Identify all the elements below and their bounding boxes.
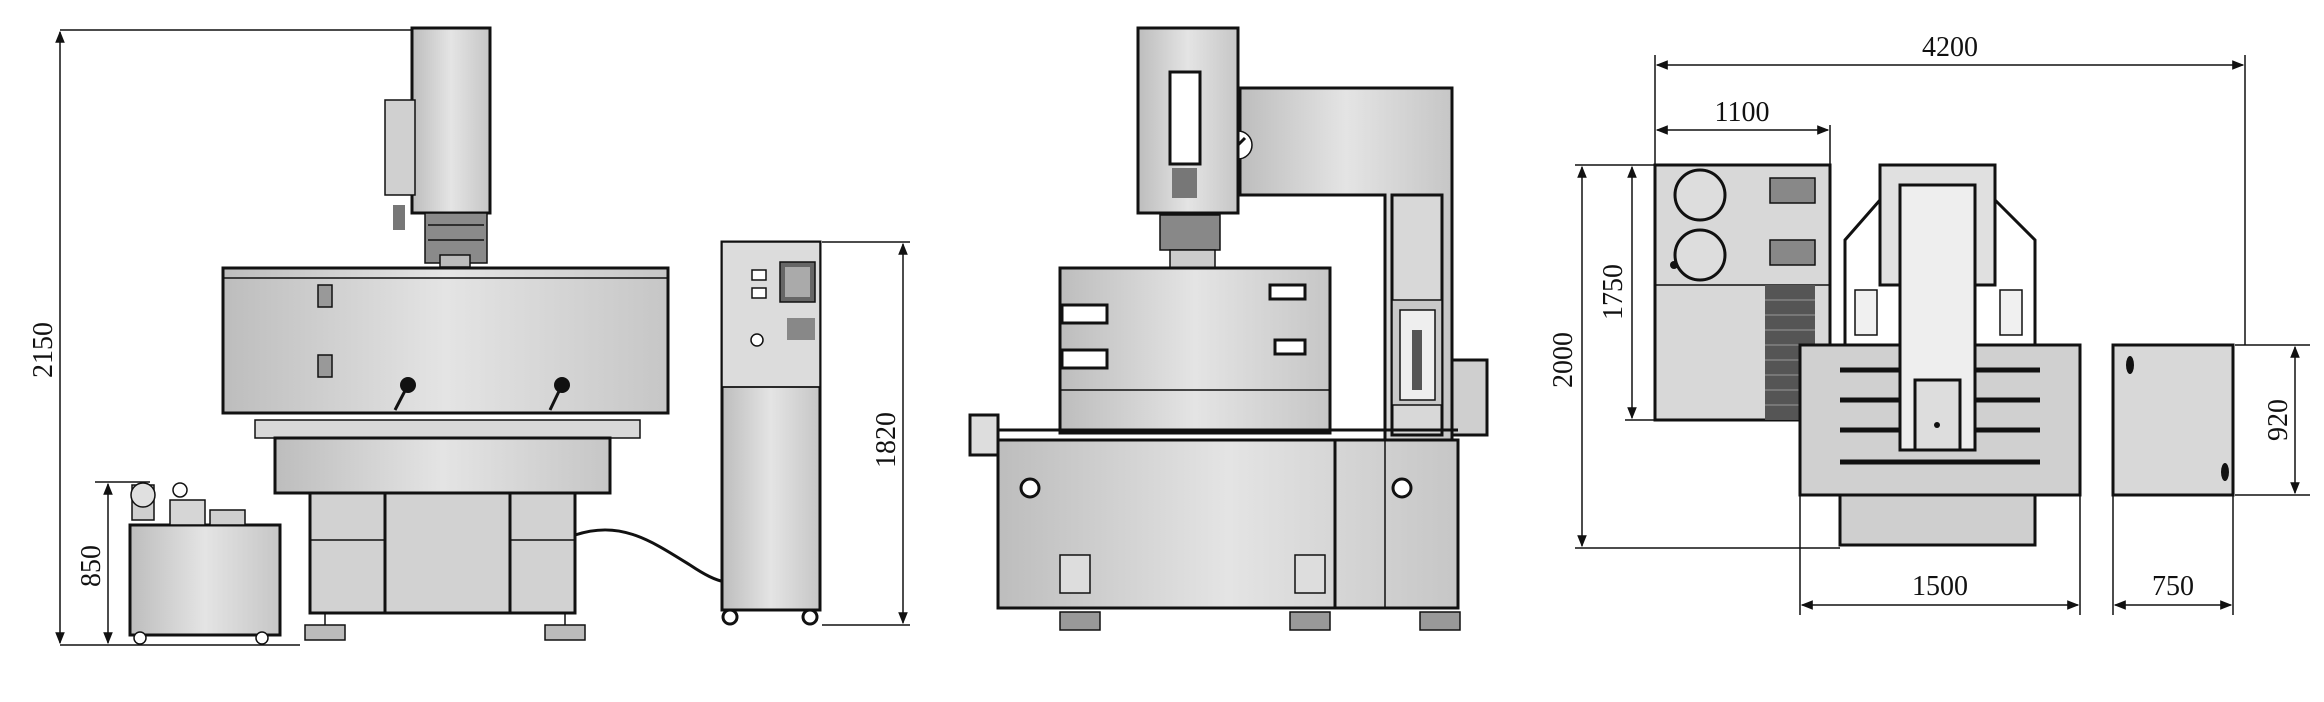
dimension-tank-height: 850: [76, 481, 150, 645]
label-aux-depth: 1750: [1598, 264, 1629, 320]
top-view: 4200 1100 1750 2000: [1548, 32, 2310, 615]
coolant-hose: [574, 528, 726, 584]
machine-top: [1798, 163, 2082, 547]
label-overall-width: 4200: [1922, 32, 1978, 63]
dimension-total-height: 2150: [28, 29, 420, 646]
dimension-machine-width: 1500: [1799, 495, 2081, 615]
dimension-overall-depth: 2000: [1548, 164, 1840, 549]
label-cabinet-width: 750: [2152, 571, 2194, 602]
dimension-aux-depth: 1750: [1598, 164, 1655, 421]
side-view: [968, 26, 1489, 631]
work-tank: [221, 266, 670, 415]
dimension-cabinet-height: 1820: [822, 241, 910, 626]
dimension-cabinet-depth: 920: [2235, 344, 2310, 496]
label-cabinet-depth: 920: [2263, 399, 2294, 441]
label-cabinet-height: 1820: [871, 412, 902, 468]
label-tank-height: 850: [76, 545, 107, 587]
label-overall-depth: 2000: [1548, 332, 1579, 388]
label-total-height: 2150: [28, 322, 59, 378]
spindle-head: [384, 26, 492, 268]
aux-unit: [1653, 163, 1832, 422]
hydraulic-tank: [128, 482, 282, 645]
control-cabinet: [720, 240, 822, 626]
machine-base: [254, 419, 641, 641]
cabinet-top: [2111, 343, 2235, 497]
dimension-cabinet-width: 750: [2112, 495, 2234, 615]
dimension-aux-width: 1100: [1655, 97, 1831, 165]
label-machine-width: 1500: [1912, 571, 1968, 602]
dimension-overall-width: 4200: [1654, 32, 2246, 345]
label-aux-width: 1100: [1715, 97, 1770, 128]
front-view: 2150 850: [28, 26, 910, 646]
